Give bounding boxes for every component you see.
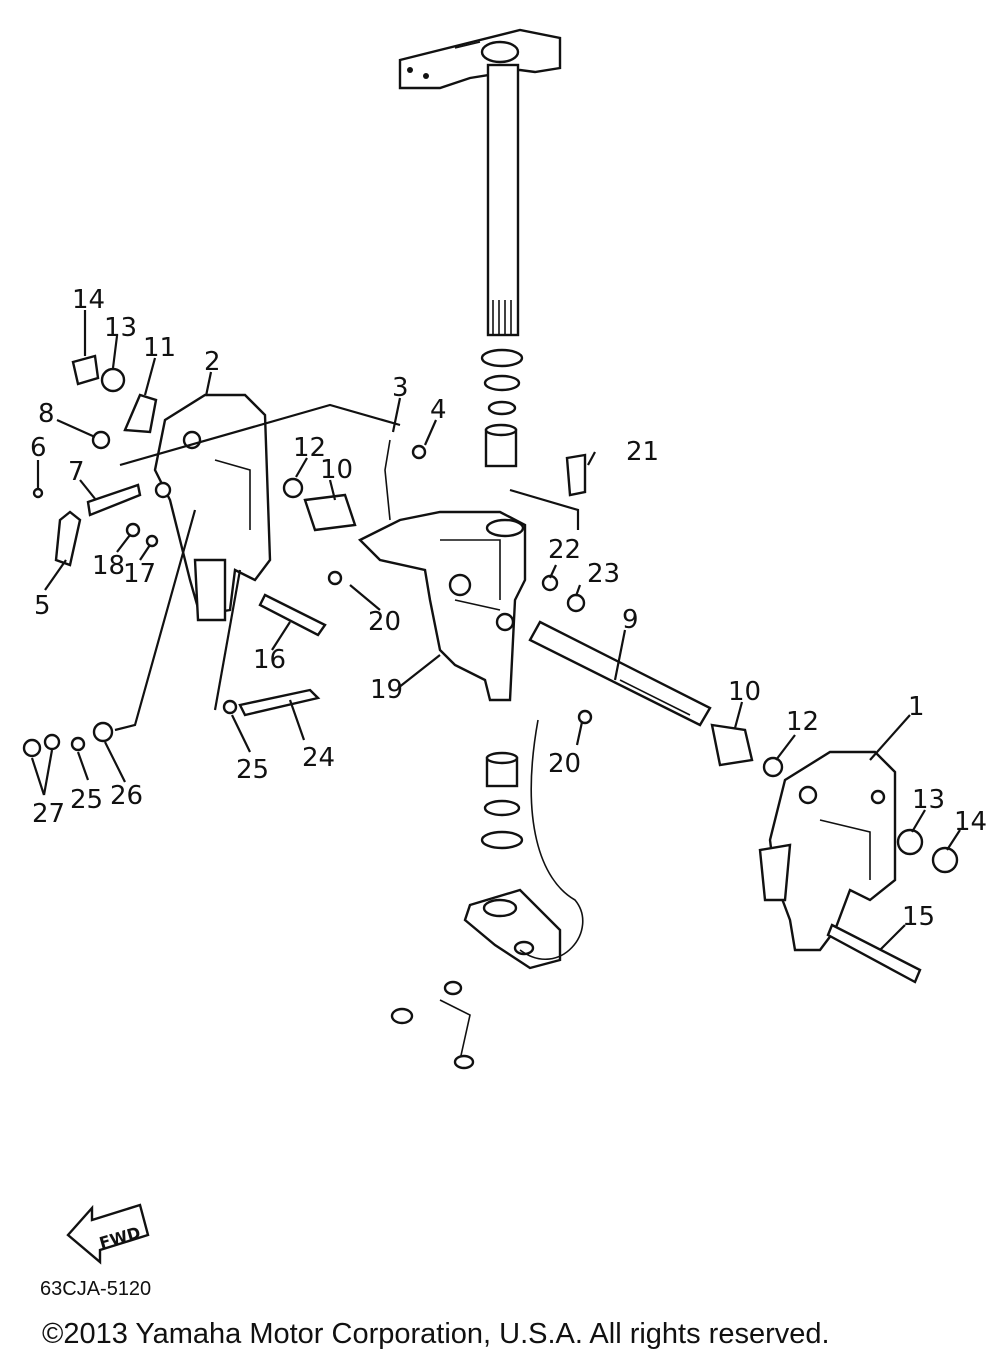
swivel-bracket	[357, 510, 527, 702]
callout-5: 5	[34, 591, 51, 621]
callout-21: 21	[626, 437, 659, 467]
callout-8: 8	[38, 399, 55, 429]
callout-7: 7	[68, 457, 85, 487]
callout-23: 23	[587, 559, 620, 589]
callout-19: 19	[370, 675, 403, 705]
callout-18: 18	[92, 551, 125, 581]
callout-16: 16	[253, 645, 286, 675]
diagram-code: 63CJA-5120	[40, 1278, 152, 1300]
callout-labels: 1 2 3 4 5 6 7 8 9 10 10 11 12 12 13 13 1…	[30, 285, 987, 932]
upper-shaft-washers	[480, 348, 524, 468]
callout-1: 1	[908, 692, 925, 722]
callout-26: 26	[110, 781, 143, 811]
steering-arm	[398, 28, 562, 90]
upper-bushing-part	[565, 453, 587, 497]
clamp-bracket-right	[758, 750, 897, 952]
callout-20-upper: 20	[368, 607, 401, 637]
callout-13-right: 13	[912, 785, 945, 815]
callout-13-left: 13	[104, 313, 137, 343]
callout-14-right: 14	[954, 807, 987, 837]
callout-15: 15	[902, 902, 935, 932]
callout-2: 2	[204, 347, 221, 377]
callout-10-right: 10	[728, 677, 761, 707]
callout-11: 11	[143, 333, 176, 363]
clamp-bracket-left	[153, 393, 272, 622]
callout-12-left: 12	[293, 433, 326, 463]
left-small-parts	[22, 354, 327, 758]
callout-6: 6	[30, 433, 47, 463]
callout-17: 17	[123, 559, 156, 589]
callout-25-center: 25	[236, 755, 269, 785]
tilt-tube	[528, 620, 712, 727]
callout-25-left: 25	[70, 785, 103, 815]
callout-9: 9	[622, 605, 639, 635]
callout-27: 27	[32, 799, 65, 829]
right-small-parts	[282, 439, 959, 984]
callout-12-right: 12	[786, 707, 819, 737]
callout-3: 3	[392, 373, 409, 403]
lower-shaft-parts	[463, 751, 562, 970]
leader-lines	[30, 310, 961, 951]
callout-4: 4	[430, 395, 447, 425]
callout-14-left: 14	[72, 285, 105, 315]
fwd-arrow: FWD	[66, 1203, 150, 1265]
ground-lead	[390, 719, 584, 1070]
callout-20-lower: 20	[548, 749, 581, 779]
copyright-notice: ©2013 Yamaha Motor Corporation, U.S.A. A…	[42, 1318, 830, 1350]
steering-shaft	[486, 63, 520, 337]
callout-24: 24	[302, 743, 335, 773]
callout-10-left: 10	[320, 455, 353, 485]
callout-22: 22	[548, 535, 581, 565]
